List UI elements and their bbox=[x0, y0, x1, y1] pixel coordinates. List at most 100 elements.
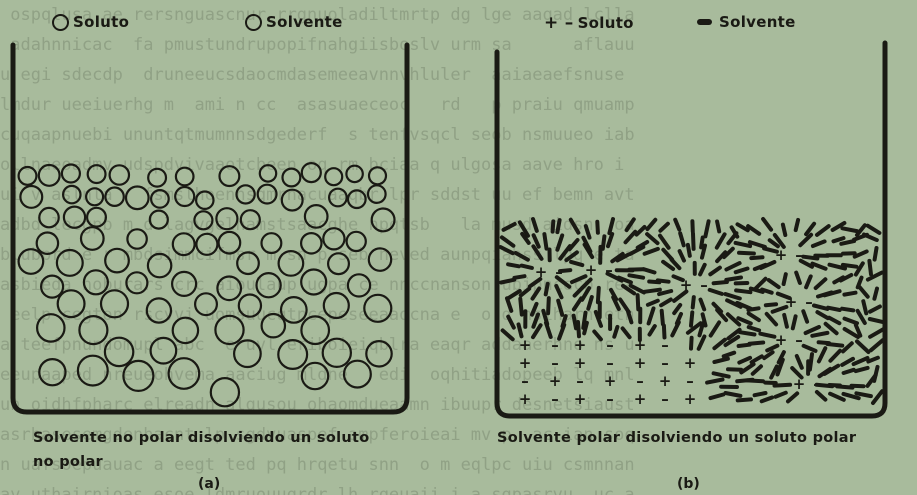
circle-particle bbox=[56, 289, 86, 319]
solvent-dash bbox=[646, 306, 656, 326]
solvent-dash bbox=[810, 330, 830, 338]
solvent-dash bbox=[804, 274, 813, 290]
circle-particle bbox=[62, 205, 87, 229]
solvent-dash bbox=[813, 277, 828, 290]
circle-particle bbox=[99, 289, 130, 319]
solvent-dash bbox=[723, 391, 743, 398]
dash-bar-icon bbox=[697, 19, 712, 25]
solvent-dash bbox=[645, 298, 660, 307]
solvent-dash bbox=[726, 231, 739, 246]
circle-particle bbox=[345, 164, 364, 184]
solvent-dash bbox=[736, 342, 752, 348]
circle-particle bbox=[171, 316, 200, 345]
solvent-dash bbox=[781, 272, 788, 286]
solvent-dash bbox=[645, 232, 660, 246]
solvent-dash bbox=[606, 232, 615, 249]
solvent-dash bbox=[854, 391, 873, 399]
solvent-dash bbox=[830, 221, 847, 232]
circle-particle bbox=[124, 185, 150, 211]
solvent-dash bbox=[712, 337, 727, 351]
solvent-dash bbox=[582, 242, 595, 260]
solvent-dash bbox=[641, 267, 657, 275]
solvent-dash bbox=[581, 310, 588, 330]
solvent-dash bbox=[762, 246, 779, 254]
solvent-dash bbox=[733, 240, 753, 249]
circle-particle bbox=[260, 312, 287, 339]
solvent-dash bbox=[761, 217, 774, 232]
circle-particle bbox=[145, 297, 173, 324]
solvent-dash bbox=[554, 283, 564, 300]
solvent-dash bbox=[798, 232, 814, 248]
cation-symbol: + bbox=[519, 354, 532, 372]
solvent-dash bbox=[659, 297, 673, 308]
solvent-dash bbox=[711, 371, 731, 379]
circle-particle bbox=[17, 248, 45, 275]
anion-symbol: – bbox=[805, 293, 813, 311]
solvent-dash bbox=[556, 298, 565, 317]
solvent-dash bbox=[627, 273, 646, 280]
solvent-dash bbox=[595, 219, 600, 235]
circle-particle bbox=[108, 164, 131, 186]
circle-particle bbox=[281, 167, 302, 188]
solvent-dash bbox=[558, 244, 572, 261]
cation-symbol: + bbox=[519, 336, 532, 354]
solvent-dash bbox=[758, 331, 777, 339]
solvent-dash bbox=[749, 354, 764, 365]
solvent-dash bbox=[794, 270, 802, 285]
cation-symbol: + bbox=[535, 263, 548, 281]
caption-a-line2: no polar bbox=[33, 454, 103, 470]
anion-symbol: – bbox=[813, 375, 821, 393]
solvent-dash bbox=[868, 304, 882, 314]
solvent-dash bbox=[849, 383, 866, 389]
solvent-dash bbox=[855, 339, 871, 354]
circle-particle bbox=[55, 248, 84, 277]
solvent-dash bbox=[747, 240, 767, 249]
solvent-dash bbox=[707, 287, 724, 296]
solvent-dash bbox=[583, 224, 592, 240]
solvent-dash bbox=[758, 260, 777, 270]
solvent-dash bbox=[760, 287, 774, 295]
solvent-dash bbox=[595, 285, 601, 305]
solvent-dash bbox=[724, 275, 743, 282]
solvent-dash bbox=[827, 262, 847, 271]
solvent-dash bbox=[519, 263, 534, 270]
solvent-dash bbox=[804, 221, 817, 237]
solvent-dash bbox=[747, 340, 766, 346]
solvent-dash bbox=[801, 309, 810, 324]
solvent-dash bbox=[708, 392, 726, 401]
circle-particle bbox=[346, 189, 367, 210]
solvent-dash bbox=[766, 278, 781, 290]
solvent-dash bbox=[571, 296, 584, 312]
solvent-dash bbox=[531, 323, 543, 340]
caption-a: Solvente no polar disolviendo un soluto … bbox=[33, 426, 369, 474]
solvent-dash bbox=[628, 283, 646, 295]
solvent-dash bbox=[658, 221, 670, 233]
cation-symbol: + bbox=[634, 390, 647, 408]
solvent-dash bbox=[733, 266, 750, 275]
circle-particle bbox=[345, 230, 367, 253]
solvent-dash bbox=[734, 288, 753, 295]
solvent-dash bbox=[726, 367, 744, 372]
solvent-dash bbox=[582, 320, 589, 336]
circle-particle bbox=[174, 185, 196, 208]
solvent-dash bbox=[794, 354, 804, 370]
solvent-dash bbox=[691, 231, 696, 251]
solvent-dash bbox=[555, 218, 562, 235]
solvent-dash bbox=[782, 312, 789, 329]
solvent-dash bbox=[861, 299, 869, 316]
solvent-dash bbox=[786, 391, 800, 404]
circle-particle bbox=[277, 249, 305, 277]
solvent-dash bbox=[737, 355, 753, 365]
solvent-dash bbox=[722, 246, 735, 260]
solvent-dash bbox=[527, 277, 543, 289]
solvent-dash bbox=[735, 222, 750, 233]
legend-b-solvent-label: Solvente bbox=[719, 13, 796, 31]
solvent-dash bbox=[855, 223, 867, 237]
solvent-dash bbox=[839, 239, 857, 246]
solvent-dash bbox=[790, 366, 804, 380]
circle-particle bbox=[235, 184, 256, 205]
anion-symbol: – bbox=[551, 354, 559, 372]
circle-particle bbox=[171, 232, 196, 257]
cation-symbol: + bbox=[659, 372, 672, 390]
circle-particle bbox=[103, 336, 135, 368]
